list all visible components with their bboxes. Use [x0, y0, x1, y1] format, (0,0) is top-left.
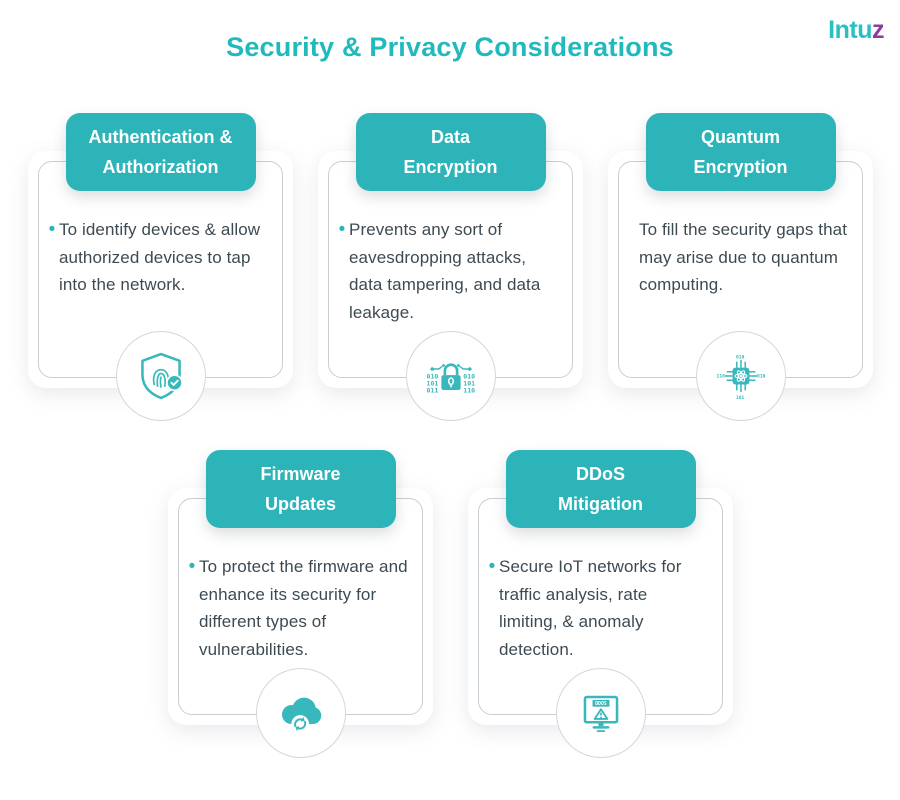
card-description: Secure IoT networks for traffic analysis…	[499, 557, 682, 659]
bullet-dot: •	[188, 556, 196, 577]
card-description: To protect the firmware and enhance its …	[199, 557, 408, 659]
svg-text:010: 010	[426, 373, 438, 381]
card-title-line1: DDoS	[576, 464, 625, 484]
card-body: • Prevents any sort of eavesdropping att…	[328, 161, 573, 378]
svg-text:101: 101	[463, 380, 475, 388]
logo-text-main: Intu	[828, 16, 872, 44]
padlock-binary-icon: 010 101 011 010 101 110	[405, 331, 496, 421]
card-title-badge: Quantum Encryption	[645, 113, 836, 191]
card-title-line1: Data	[430, 127, 470, 147]
card-description: To identify devices & allow authorized d…	[59, 220, 261, 294]
bullet-dot: •	[488, 556, 496, 577]
card-description: To fill the security gaps that may arise…	[639, 220, 848, 294]
svg-text:110: 110	[716, 374, 725, 380]
card-title-line1: Quantum	[701, 127, 780, 147]
card-authentication-authorization: • To identify devices & allow authorized…	[28, 113, 293, 421]
bullet-dot: •	[48, 219, 56, 240]
quantum-chip-icon: 010 101 110 010	[695, 331, 786, 421]
card-ddos-mitigation: • Secure IoT networks for traffic analys…	[468, 450, 733, 758]
card-title-line2: Mitigation	[558, 494, 643, 514]
page-title: Security & Privacy Considerations	[226, 32, 674, 62]
svg-text:110: 110	[463, 387, 475, 395]
svg-text:011: 011	[426, 387, 438, 395]
card-data-encryption: • Prevents any sort of eavesdropping att…	[318, 113, 583, 421]
svg-text:101: 101	[735, 395, 744, 401]
logo-text-accent: z	[872, 16, 885, 44]
card-title-badge: Data Encryption	[355, 113, 546, 191]
svg-text:010: 010	[757, 374, 766, 380]
cloud-sync-icon	[255, 668, 346, 758]
bullet-dot: •	[338, 219, 346, 240]
card-title-line2: Encryption	[693, 157, 788, 177]
card-title-badge: Authentication & Authorization	[65, 113, 256, 191]
ddos-monitor-icon: DDOS	[555, 668, 646, 758]
card-description: Prevents any sort of eavesdropping attac…	[349, 220, 541, 322]
card-body: • Secure IoT networks for traffic analys…	[478, 498, 723, 715]
card-title-badge: Firmware Updates	[205, 450, 396, 528]
card-title-badge: DDoS Mitigation	[505, 450, 696, 528]
card-quantum-encryption: To fill the security gaps that may arise…	[608, 113, 873, 421]
shield-fingerprint-check-icon	[115, 331, 206, 421]
card-title-line1: Firmware	[260, 464, 341, 484]
card-title-line1: Authentication &	[88, 127, 233, 147]
svg-text:010: 010	[735, 354, 744, 360]
card-title-line2: Authorization	[102, 157, 219, 177]
intuz-logo: Intuz	[828, 16, 884, 45]
card-title-line2: Updates	[264, 494, 336, 514]
svg-text:DDOS: DDOS	[595, 701, 607, 707]
svg-text:101: 101	[426, 380, 438, 388]
svg-text:010: 010	[463, 373, 475, 381]
card-title-line2: Encryption	[403, 157, 498, 177]
card-firmware-updates: • To protect the firmware and enhance it…	[168, 450, 433, 758]
